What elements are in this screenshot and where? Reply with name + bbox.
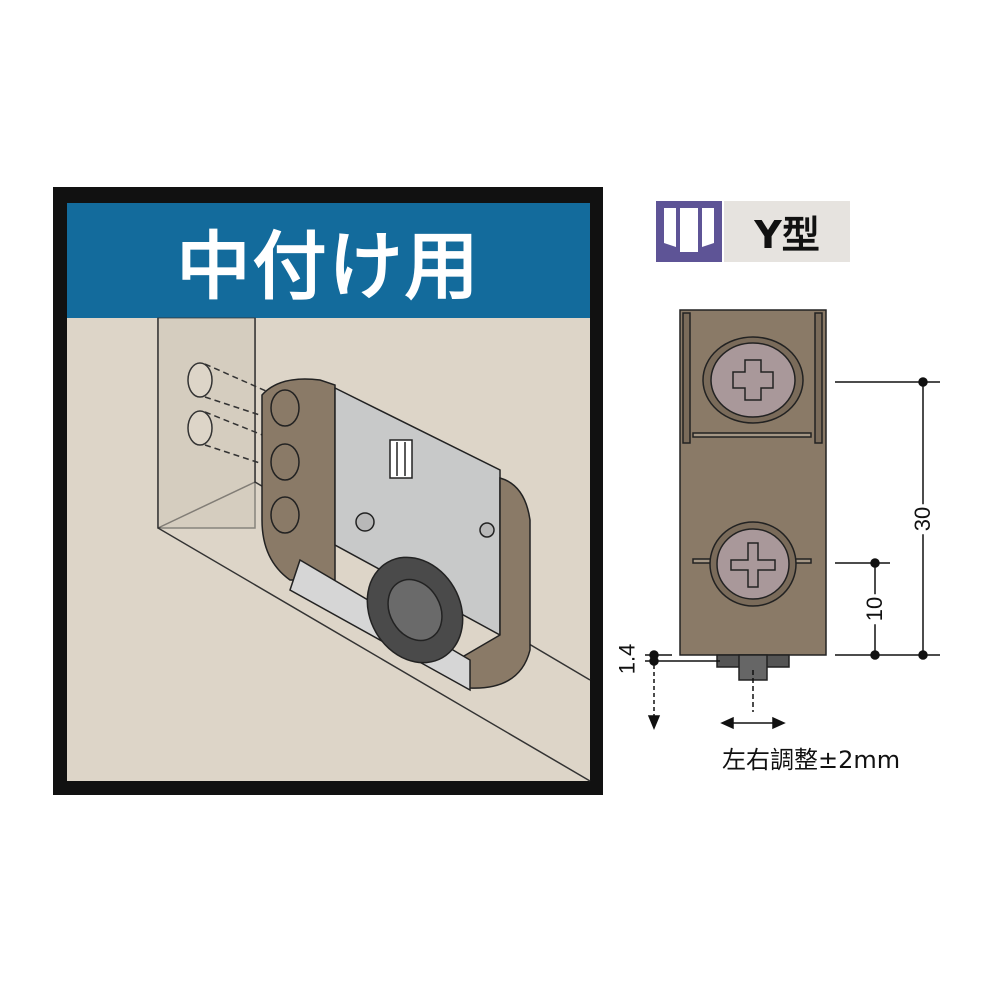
- dimension-offset: 1.4: [614, 643, 640, 675]
- dimension-overall: 30: [910, 503, 937, 535]
- door-roller: [261, 378, 531, 692]
- roller-front-view: [679, 309, 827, 681]
- panel-title: 中付け用: [176, 224, 481, 310]
- type-badge-label: Y型: [724, 201, 850, 262]
- panel-header: [67, 203, 590, 318]
- y-type-profile-icon: [656, 201, 722, 262]
- dimension-lower: 10: [862, 593, 889, 625]
- installation-panel: [53, 187, 603, 795]
- adjustment-caption: 左右調整±2mm: [722, 746, 901, 774]
